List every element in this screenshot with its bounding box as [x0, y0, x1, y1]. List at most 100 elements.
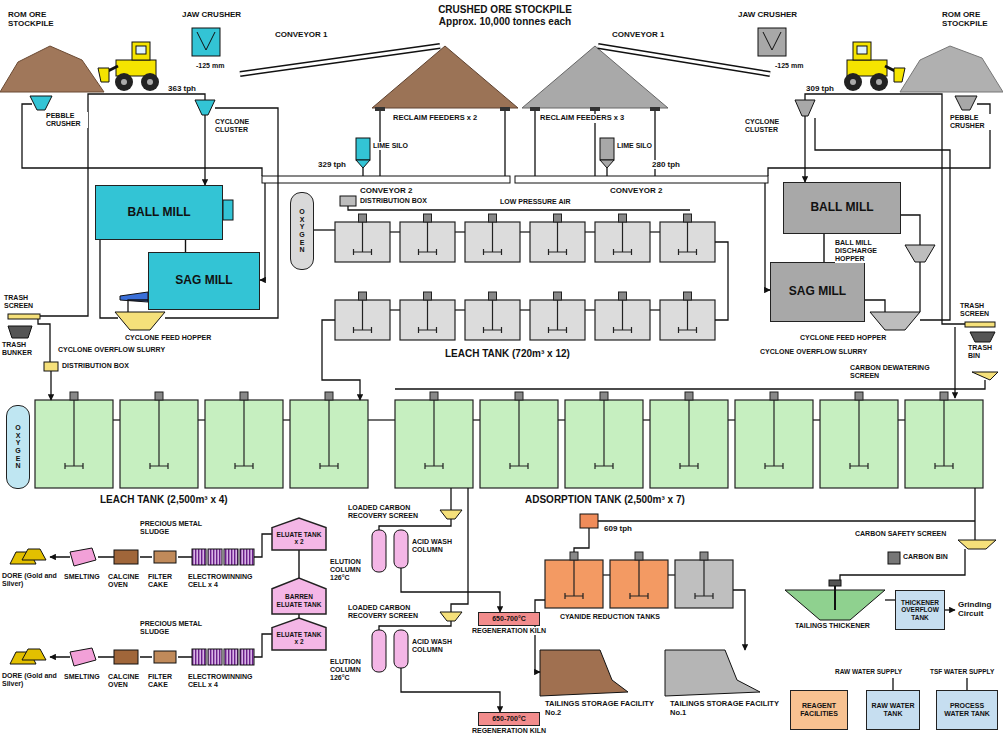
- agitated-tank: [650, 400, 728, 488]
- front-loader: [844, 42, 905, 91]
- agitated-tank: [520, 309, 530, 310]
- agitated-tank: [728, 419, 735, 420]
- lime-silo: [356, 138, 614, 168]
- reclaim-feeder: [650, 107, 660, 111]
- trash-screen: [970, 332, 995, 342]
- equipment-label: CYCLONE OVERFLOW SLURRY: [58, 346, 165, 354]
- reclaim-feeder: [590, 107, 600, 111]
- flow-connector: [185, 240, 186, 252]
- flow-line: [598, 520, 975, 521]
- agitated-tank: [635, 552, 643, 560]
- agitated-tank: [684, 292, 692, 300]
- node-label: SAG MILL: [153, 274, 255, 287]
- equipment-label: TRASH SCREEN: [4, 294, 49, 310]
- sag-mill: SAG MILL: [770, 262, 865, 322]
- carbon-screen: [440, 510, 996, 621]
- trash-screen: [965, 322, 995, 327]
- agitated-tank: [600, 392, 608, 400]
- elution-column: [394, 630, 408, 668]
- agitated-tank: [770, 392, 778, 400]
- jaw-crusher: [192, 28, 220, 56]
- equipment-label: TRASH SCREEN: [960, 302, 1000, 318]
- flow-line: [574, 528, 589, 552]
- reclaim-feeder: [375, 107, 385, 111]
- equipment-label: CONVEYOR 1: [275, 30, 327, 39]
- agitated-tank: [455, 309, 465, 310]
- agitated-tank: [465, 222, 520, 262]
- equipment-label: CYCLONE FEED HOPPER: [800, 334, 886, 342]
- node-label: PROCESS WATER TANK: [941, 702, 993, 717]
- node-label: 650-700°C: [483, 715, 535, 723]
- gold-room: [240, 549, 254, 565]
- agitated-tank: [773, 400, 774, 466]
- agitated-tank: [703, 560, 704, 596]
- agitated-tank: [565, 593, 583, 599]
- equipment-label: 363 tph: [168, 84, 196, 93]
- jaw-crusher: [763, 32, 781, 50]
- agitated-tank: [622, 300, 623, 330]
- gold-room: [192, 549, 206, 565]
- agitated-tank: [554, 292, 562, 300]
- regeneration-kiln: 650-700°CREGENERATION KILN: [478, 712, 540, 726]
- flow-line: [22, 104, 262, 176]
- water-tank: PROCESS WATER TANK: [936, 690, 998, 730]
- conveyor-belt: [515, 176, 768, 183]
- agitated-tank: [557, 300, 558, 330]
- flow-line: [22, 94, 990, 712]
- tailings-area: [834, 584, 836, 610]
- agitated-tank: [120, 400, 198, 488]
- agitated-tank: [390, 309, 400, 310]
- equipment-label: LEACH TANK (720m³ x 12): [445, 348, 570, 360]
- agitated-tank: [905, 400, 983, 488]
- flow-connector: [823, 234, 824, 262]
- reagent-box: REAGENT FACILITIES: [790, 690, 848, 730]
- tailings-area: [540, 650, 628, 696]
- pebble-crusher: [30, 96, 52, 110]
- equipment-label: LIME SILO: [617, 142, 652, 150]
- gold-room: [22, 649, 46, 660]
- agitated-tank: [390, 231, 400, 232]
- flow-line: [954, 327, 955, 398]
- tailings-area: [665, 650, 760, 696]
- equipment-label: LOADED CARBON RECOVERY SCREEN: [348, 604, 438, 620]
- agitated-tank: [684, 214, 692, 222]
- equipment-label: -125 mm: [196, 62, 224, 70]
- overflow-tank: THICKENER OVERFLOW TANK: [895, 590, 945, 630]
- carbon-screen: [888, 552, 900, 564]
- hopper: [905, 245, 935, 262]
- flow-line: [260, 183, 265, 280]
- agitated-tank: [158, 400, 159, 466]
- node-caption: REGENERATION KILN: [471, 627, 547, 635]
- barren-eluate-tank: BARREN ELUATE TANK: [272, 578, 326, 614]
- node-label: BALL MILL: [788, 201, 896, 214]
- equipment-label: ADSORPTION TANK (2,500m³ x 7): [525, 494, 685, 506]
- equipment-label: CARBON DEWATERING SCREEN: [850, 364, 950, 380]
- agitated-tank: [619, 292, 627, 300]
- equipment-label: CONVEYOR 1: [612, 30, 664, 39]
- agitated-tank: [565, 400, 643, 488]
- agitated-tank: [425, 463, 443, 469]
- agitated-tank: [679, 327, 697, 333]
- flow-line: [945, 609, 955, 610]
- trash-screen: [8, 326, 32, 338]
- equipment-label: LOW PRESSURE AIR: [500, 198, 571, 206]
- agitated-tank: [400, 300, 455, 340]
- flow-line: [50, 656, 192, 657]
- equipment-label: DISTRIBUTION BOX: [62, 362, 129, 370]
- agitated-tank: [855, 392, 863, 400]
- reclaim-feeder: [530, 107, 540, 111]
- flow-line: [893, 678, 967, 690]
- flow-line: [100, 240, 118, 318]
- equipment-label: ELECTROWINNING CELL x 4: [188, 573, 262, 589]
- reclaim-feeder: [375, 107, 660, 111]
- agitated-tank: [554, 214, 562, 222]
- agitated-tank: [515, 392, 523, 400]
- agitated-tank: [643, 419, 650, 420]
- flow-line: [314, 229, 335, 230]
- agitated-tank: [619, 214, 627, 222]
- jaw-crusher: [197, 32, 215, 50]
- agitated-tank: [700, 552, 708, 560]
- agitated-tank: [427, 300, 428, 330]
- conveyor-belt: [598, 46, 770, 74]
- equipment-label: ELUTION COLUMN 126°C: [330, 558, 370, 582]
